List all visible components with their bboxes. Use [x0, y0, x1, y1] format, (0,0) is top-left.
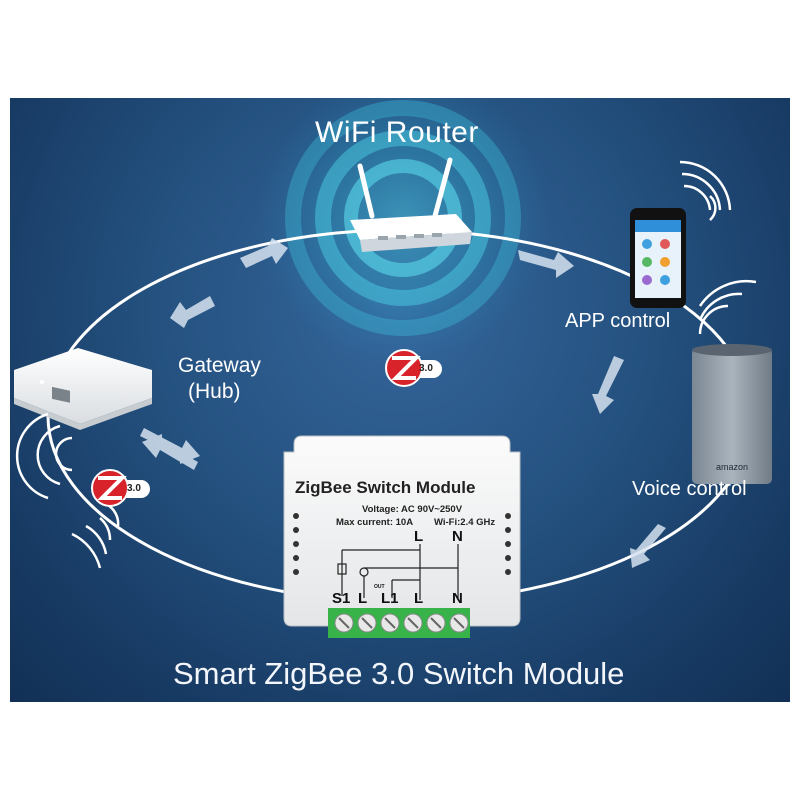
wiring-diagram — [337, 544, 459, 600]
top-terminal-n: N — [452, 528, 463, 545]
gateway-label: Gateway — [178, 354, 261, 377]
terminal-label-n: N — [452, 590, 463, 607]
zigbee-logo-left — [91, 469, 150, 507]
module-wifi: Wi-Fi:2.4 GHz — [434, 517, 496, 528]
terminal-label-l: L — [414, 590, 424, 607]
switch-module-body — [283, 435, 521, 627]
diagram-canvas: amazon — [10, 98, 790, 702]
out-label: OUT — [374, 584, 385, 590]
top-terminal-l: L — [414, 528, 424, 545]
module-title: ZigBee Switch Module — [295, 478, 476, 497]
router-icon — [350, 157, 472, 252]
hub-label: (Hub) — [188, 380, 241, 403]
diagram-title: Smart ZigBee 3.0 Switch Module — [173, 656, 625, 691]
terminal-block — [328, 608, 470, 638]
speaker-signal-icon — [698, 279, 757, 335]
app-control-label: APP control — [565, 310, 671, 332]
speaker-brand: amazon — [716, 462, 748, 472]
terminal-label-l-out: L — [358, 590, 368, 607]
terminal-label-s1: S1 — [332, 590, 351, 607]
phone-icon — [630, 208, 686, 308]
router-label: WiFi Router — [315, 116, 479, 149]
gateway-hub-icon — [14, 348, 152, 430]
voice-control-label: Voice control — [632, 478, 747, 500]
module-current: Max current: 10A — [336, 517, 414, 528]
zigbee-version-left: 3.0 — [127, 483, 141, 494]
zigbee-logo-center — [385, 349, 442, 387]
flow-arrows — [140, 238, 666, 568]
diagram-graphics: amazon — [14, 98, 772, 638]
module-voltage: Voltage: AC 90V~250V — [362, 504, 463, 515]
hub-signal-icon — [15, 412, 120, 569]
zigbee-version-center: 3.0 — [419, 363, 433, 374]
terminal-label-l1: L1 — [381, 590, 399, 607]
smart-speaker-icon: amazon — [692, 344, 772, 484]
phone-signal-icon — [679, 160, 732, 221]
